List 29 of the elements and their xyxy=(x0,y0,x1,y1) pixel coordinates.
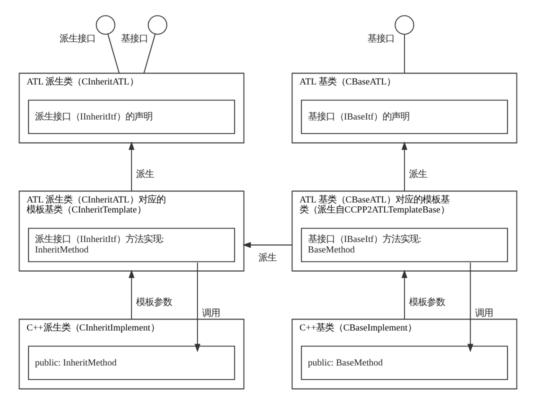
arrow xyxy=(128,140,134,192)
edge-label: 调用 xyxy=(202,308,220,318)
node-label: 派生接口 xyxy=(60,34,96,44)
node-label: 基接口 xyxy=(120,34,148,44)
node-box: 派生接口（IInheritItf）方法实现: InheritMethod xyxy=(28,227,236,262)
node-circle xyxy=(394,14,414,34)
connector xyxy=(107,33,120,74)
arrow xyxy=(467,262,474,352)
node-circle xyxy=(148,14,168,34)
edge-label: 派生 xyxy=(258,252,277,263)
node-box: 派生接口（IInheritItf）的声明 xyxy=(28,99,236,134)
arrow xyxy=(242,242,293,248)
node-box: 基接口（IBaseItf）方法实现: BaseMethod xyxy=(300,227,508,262)
connector xyxy=(404,33,405,74)
node-box: 基接口（IBaseItf）的声明 xyxy=(300,99,508,134)
arrow xyxy=(128,269,134,320)
node-box: public: InheritMethod xyxy=(28,345,236,380)
arrow xyxy=(402,140,408,192)
node-label: 基接口 xyxy=(368,34,395,44)
edge-label: 模板参数 xyxy=(409,297,446,308)
node-circle xyxy=(96,14,116,34)
connector xyxy=(143,33,156,74)
arrow xyxy=(402,269,408,320)
arrow xyxy=(194,262,200,352)
node-box: public: BaseMethod xyxy=(300,345,508,380)
edge-label: 派生 xyxy=(136,169,154,180)
edge-label: 模板参数 xyxy=(136,297,172,308)
edge-label: 调用 xyxy=(474,308,493,318)
edge-label: 派生 xyxy=(409,169,428,180)
